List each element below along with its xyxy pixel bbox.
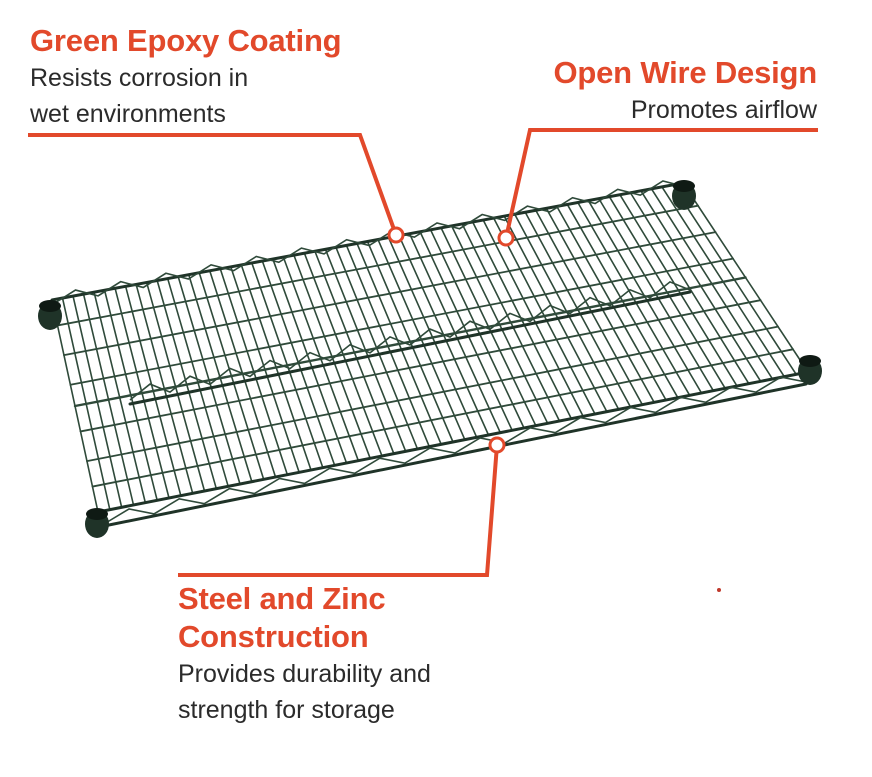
long-wire xyxy=(79,299,762,433)
stray-dot xyxy=(717,588,721,592)
long-wire xyxy=(96,370,810,514)
shelf-post-top xyxy=(673,180,695,192)
epoxy-leader-line xyxy=(28,133,398,236)
wire-shelf xyxy=(38,180,822,538)
steel-leader-line xyxy=(178,444,499,577)
steel-desc-line1: Provides durability and xyxy=(178,660,431,688)
steel-title-line1: Steel and Zinc xyxy=(178,581,386,616)
callout-leaders xyxy=(28,128,818,592)
shelf-post-top xyxy=(39,300,61,312)
wire-leader-line xyxy=(504,128,818,239)
shelf-post-top xyxy=(86,508,108,520)
callout-epoxy: Green Epoxy Coating Resists corrosion in… xyxy=(30,22,410,132)
epoxy-leader-dot xyxy=(387,226,405,244)
long-wire xyxy=(73,276,747,408)
callout-open-wire: Open Wire Design Promotes airflow xyxy=(457,54,817,128)
long-wire xyxy=(91,348,794,488)
steel-desc-line2: strength for storage xyxy=(178,696,395,724)
epoxy-desc-line2: wet environments xyxy=(30,100,226,128)
back-truss xyxy=(52,180,686,305)
long-wire xyxy=(50,181,685,302)
long-wire xyxy=(56,204,699,327)
shelf-post-top xyxy=(799,355,821,367)
long-wire xyxy=(69,257,734,386)
front-truss xyxy=(103,376,807,525)
long-wire xyxy=(86,325,779,463)
long-wire xyxy=(63,231,717,357)
callout-steel-zinc: Steel and Zinc Construction Provides dur… xyxy=(178,580,508,728)
steel-title-line2: Construction xyxy=(178,619,369,654)
wire-leader-dot xyxy=(497,229,515,247)
wire-desc-line1: Promotes airflow xyxy=(630,96,817,124)
epoxy-title: Green Epoxy Coating xyxy=(30,23,342,58)
center-truss-bar xyxy=(128,290,692,406)
wire-title: Open Wire Design xyxy=(553,55,817,90)
center-truss xyxy=(129,281,691,401)
epoxy-desc-line1: Resists corrosion in xyxy=(30,64,249,92)
front-frame-bar xyxy=(102,382,808,528)
steel-leader-dot xyxy=(488,436,506,454)
